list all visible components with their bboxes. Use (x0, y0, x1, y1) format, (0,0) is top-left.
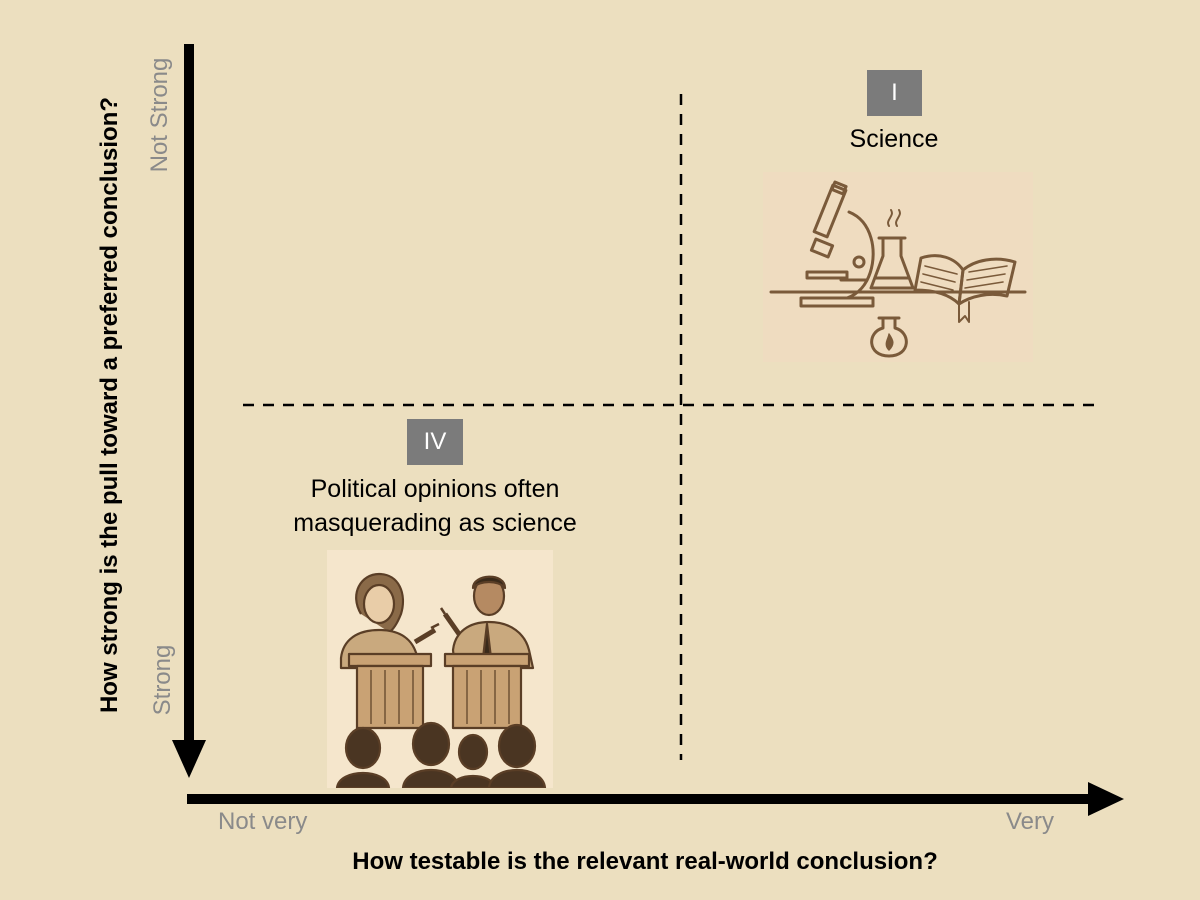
y-axis-bottom-label: Strong (149, 644, 176, 716)
quadrant-iv-label: Political opinions often masquerading as… (230, 472, 640, 540)
audience-icon (335, 721, 547, 788)
round-flask-icon (870, 316, 908, 358)
quadrant-iv-badge: IV (407, 419, 463, 465)
x-axis-right-label: Very (1006, 808, 1055, 835)
y-axis-top-label: Not Strong (146, 57, 173, 173)
podium-left-icon (347, 652, 433, 730)
podium-right-icon (443, 652, 531, 730)
quadrant-i-badge: I (867, 70, 922, 116)
y-axis-arrowhead (172, 740, 206, 778)
science-illustration (763, 172, 1033, 362)
x-axis-title: How testable is the relevant real-world … (352, 848, 938, 875)
y-axis-title: How strong is the pull toward a preferre… (96, 96, 123, 714)
quadrant-i-label: Science (849, 125, 939, 153)
quadrant-iv-label-line1: Political opinions often (310, 475, 560, 503)
quadrant-iv-label-line2: masquerading as science (293, 509, 577, 537)
debate-illustration (327, 550, 553, 788)
x-axis-arrowhead (1088, 782, 1124, 816)
x-axis-left-label: Not very (218, 808, 308, 835)
microscope-icon (799, 296, 875, 308)
